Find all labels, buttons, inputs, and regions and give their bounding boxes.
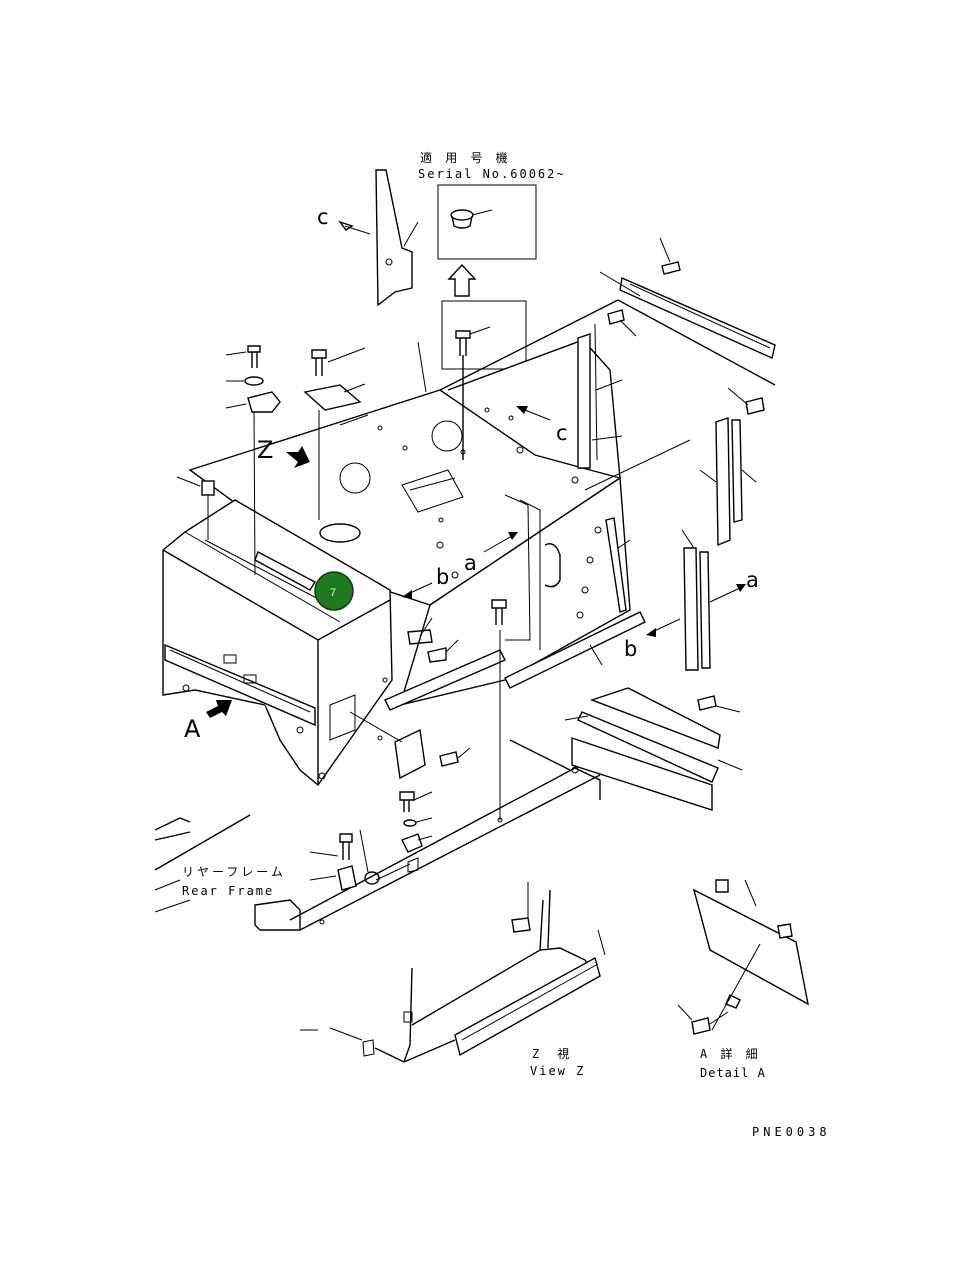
drawing-code: PNE0038 — [752, 1125, 831, 1139]
view-z-en: View Z — [530, 1064, 585, 1078]
letter-a-right: a — [746, 568, 759, 592]
hood-side-panel — [398, 446, 631, 706]
arrow-a-right-icon — [709, 584, 746, 603]
rear-frame — [154, 739, 601, 931]
bolt-inset-box — [441, 300, 527, 370]
front-box — [162, 499, 393, 787]
letter-a-mid: a — [464, 551, 477, 575]
letter-b-right: b — [624, 637, 637, 661]
vertical-strip-2 — [584, 387, 765, 547]
detail-a-drawing — [677, 879, 809, 1035]
detail-a-en: Detail A — [700, 1066, 766, 1080]
arrow-c-icon — [516, 406, 551, 421]
bottom-rail-right — [384, 611, 646, 711]
arrow-Z-icon — [286, 446, 310, 468]
applicable-en: Serial No.60062~ — [418, 167, 566, 181]
detail-a-jp: A 詳 細 — [700, 1046, 761, 1061]
serial-inset-box — [437, 184, 537, 260]
arrow-A-icon — [206, 700, 232, 718]
bolt-upper-right — [339, 341, 464, 460]
view-z-jp: Z 視 — [532, 1046, 572, 1061]
hood-top-panel — [188, 299, 776, 606]
knob-left — [176, 476, 215, 540]
bracket-c-part — [338, 169, 419, 307]
lower-cover — [349, 711, 471, 780]
callout-badge-number: 7 — [330, 587, 336, 599]
vertical-strip-1 — [577, 309, 637, 469]
arrow-a-mid-icon — [483, 532, 518, 553]
letter-c-mid: c — [556, 421, 568, 445]
callout-badge-7[interactable]: 7 — [314, 571, 354, 611]
callout-badge-circle — [314, 571, 354, 611]
bolt-plate-top — [303, 347, 366, 543]
bolt-middle — [407, 599, 507, 820]
arrow-b-right-icon — [646, 618, 681, 637]
view-z-drawing — [300, 882, 606, 1063]
letter-b-mid: b — [436, 565, 449, 589]
letter-A: A — [184, 715, 201, 743]
rear-frame-jp: リヤーフレーム — [182, 865, 286, 879]
applicable-jp: 適 用 号 機 — [420, 150, 511, 165]
lower-right-panel — [564, 687, 743, 811]
bolt-stack-left — [225, 345, 281, 576]
letter-c-top: c — [317, 205, 329, 229]
arrow-b-mid-icon — [402, 582, 433, 599]
diagonal-strip-mid — [605, 517, 631, 613]
vertical-strip-3 — [681, 529, 711, 671]
rear-frame-en: Rear Frame — [182, 884, 274, 898]
letter-Z: Z — [257, 436, 273, 464]
rear-long-strip — [599, 237, 776, 359]
up-arrow-icon — [447, 263, 477, 297]
